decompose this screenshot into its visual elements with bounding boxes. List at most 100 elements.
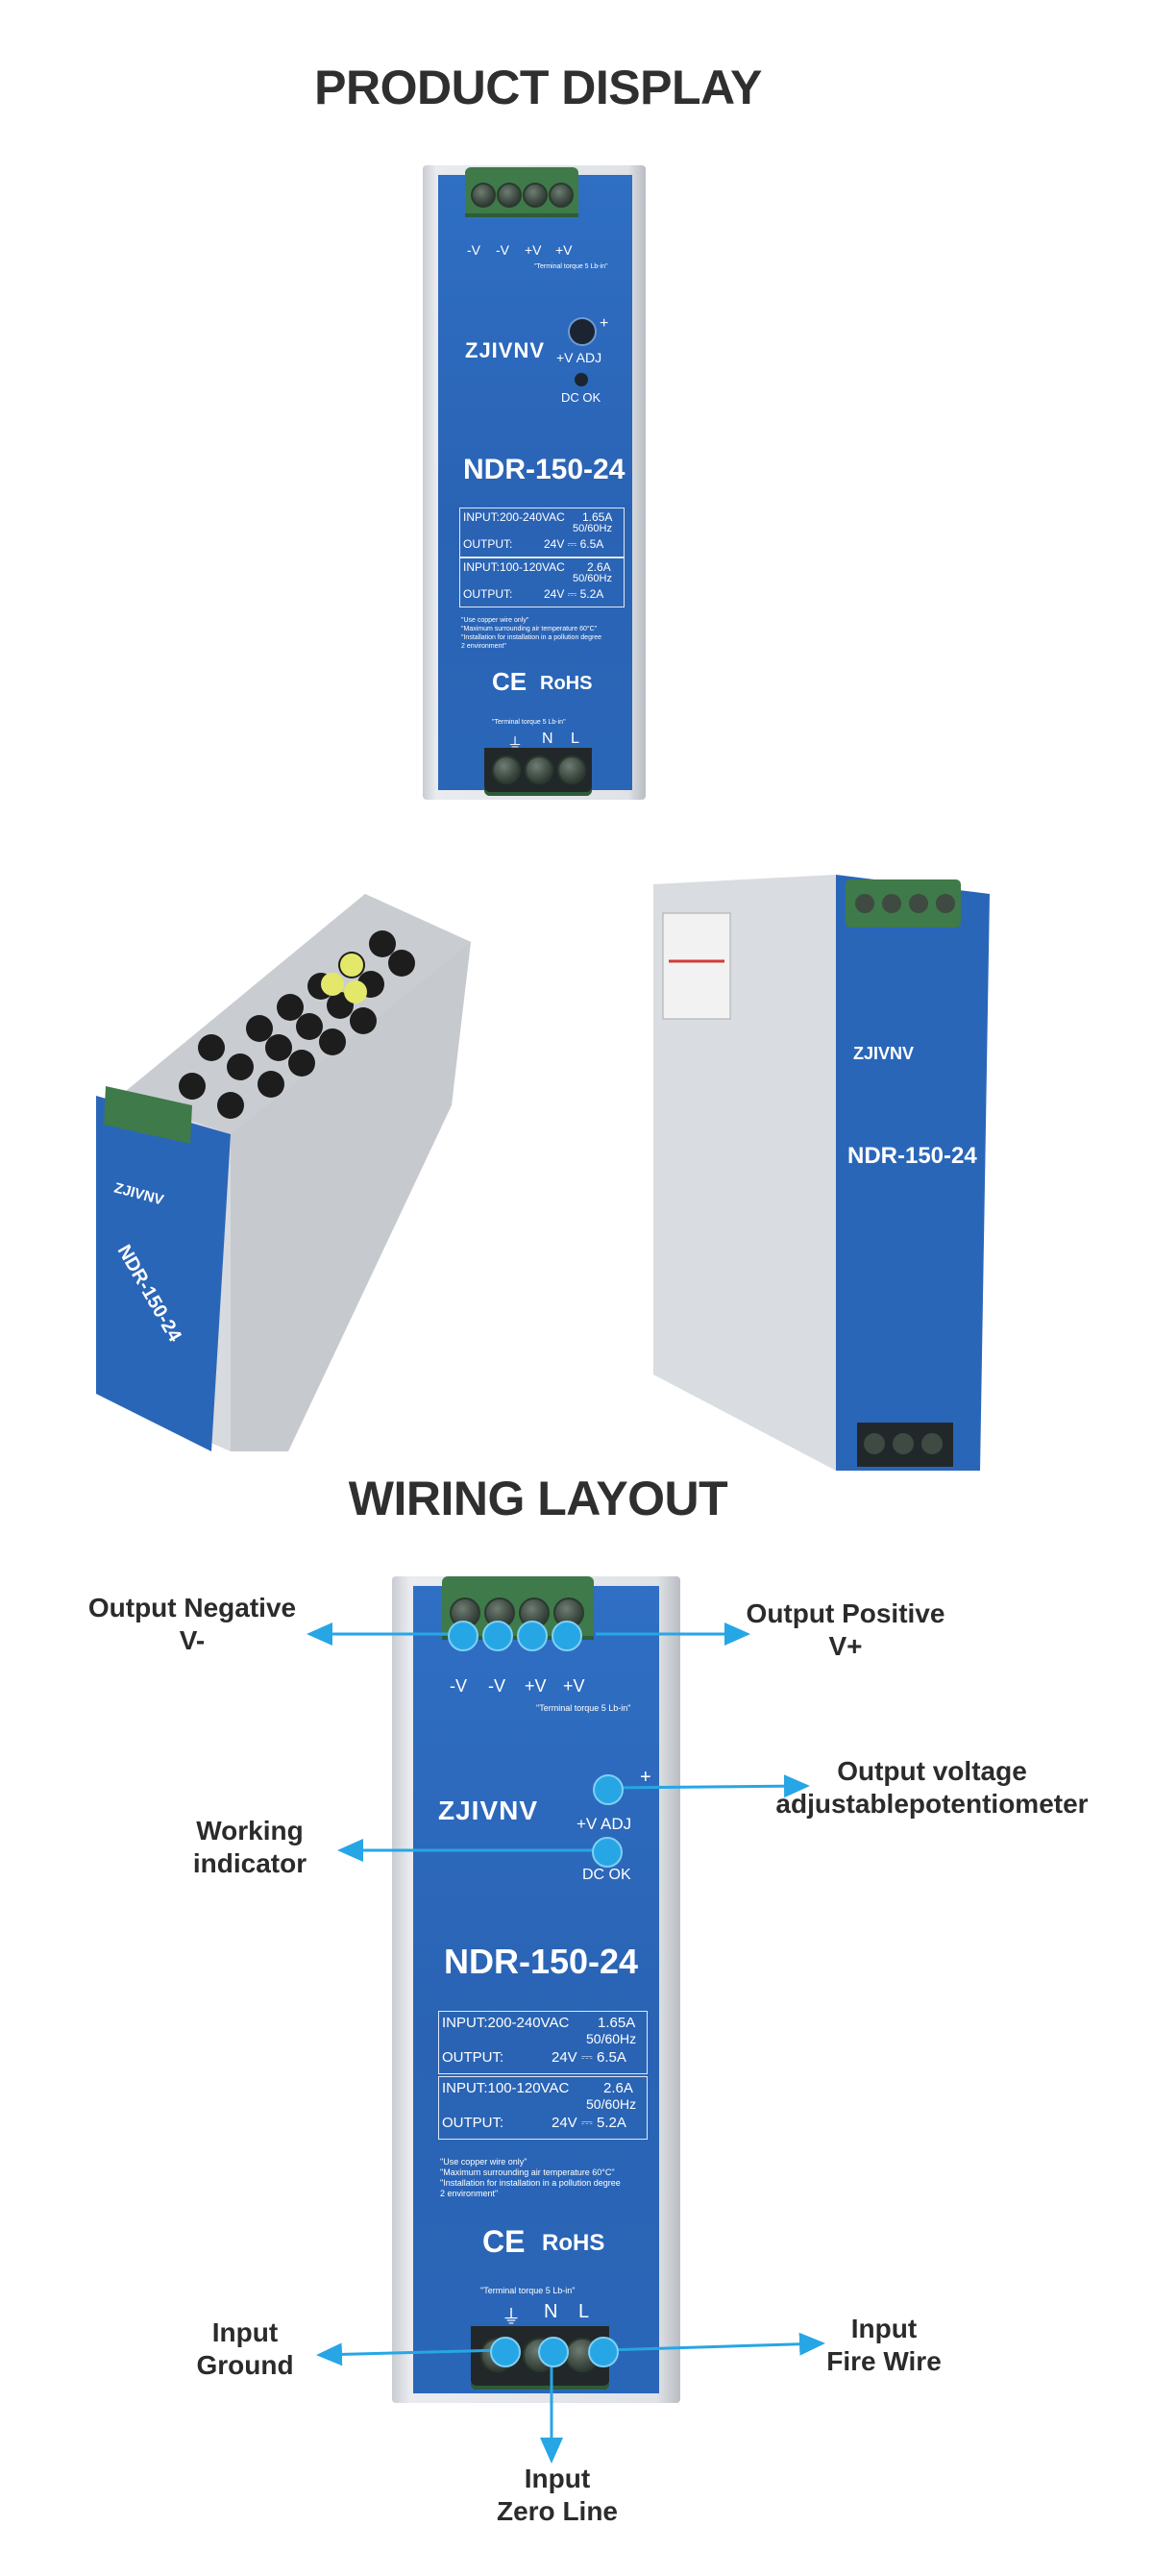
input-label-n: N — [542, 731, 553, 747]
wiring-model-label: NDR-150-24 — [444, 1942, 639, 1981]
spec-row-4-left: INPUT:100-120VAC — [463, 560, 565, 574]
output-terminal-dot-1 — [448, 1621, 478, 1651]
wiring-terminal-label-1: -V — [450, 1676, 467, 1696]
terminal-torque-note: "Terminal torque 5 Lb-in" — [534, 263, 608, 270]
wiring-input-label-l: L — [578, 2301, 590, 2322]
terminal-label-2: -V — [496, 242, 509, 258]
terminal-torque-note-bottom: "Terminal torque 5 Lb-in" — [492, 719, 566, 726]
note-line-4: 2 environment" — [461, 643, 506, 650]
product-front-view: -V -V +V +V "Terminal torque 5 Lb-in" + … — [423, 165, 646, 800]
wiring-terminal-label-3: +V — [525, 1676, 547, 1696]
wiring-front-panel: -V -V +V +V "Terminal torque 5 Lb-in" + … — [413, 1576, 659, 2393]
wiring-terminal-torque-note-bottom: "Terminal torque 5 Lb-in" — [480, 2286, 576, 2295]
front-panel: -V -V +V +V "Terminal torque 5 Lb-in" + … — [438, 167, 632, 796]
annotation-output-voltage: Output voltage adjustablepotentiometer — [775, 1756, 1089, 1819]
terminal-label-4: +V — [555, 242, 573, 258]
dc-ok-led-icon — [575, 373, 588, 386]
annotation-input-zero: Input Zero Line — [496, 2464, 618, 2526]
wiring-spec-row-1-right: 1.65A — [598, 2015, 636, 2031]
wiring-spec-row-1-left: INPUT:200-240VAC — [442, 2015, 570, 2031]
spec-row-4-right: 2.6A — [587, 560, 611, 574]
output-terminal-dot-2 — [482, 1621, 513, 1651]
terminal-screw — [557, 755, 586, 784]
annotation-input-ground: Input Ground — [196, 2317, 294, 2380]
wiring-product-front-view: -V -V +V +V "Terminal torque 5 Lb-in" + … — [392, 1576, 680, 2403]
input-terminal-block — [484, 748, 592, 796]
terminal-label-3: +V — [525, 242, 542, 258]
product-angled-view-right: ZJIVNV NDR-150-24 — [644, 855, 1009, 1490]
annotation-output-negative: Output Negative V- — [87, 1593, 297, 1655]
spec-row-2-right: 50/60Hz — [573, 523, 612, 534]
wiring-ce-mark: CE — [482, 2224, 526, 2259]
wiring-input-label-n: N — [544, 2301, 558, 2322]
terminal-screw — [523, 183, 548, 208]
wiring-spec-row-3-left: OUTPUT: — [442, 2049, 504, 2066]
wiring-spec-row-3-right: 24V ⎓ 6.5A — [552, 2049, 626, 2066]
adj-potentiometer-icon — [568, 317, 597, 346]
brand-logo: ZJIVNV — [465, 338, 546, 362]
input-fire-dot — [588, 2337, 619, 2367]
potentiometer-dot — [593, 1774, 624, 1805]
terminal-screw — [525, 755, 553, 784]
annotation-output-positive: Output Positive V+ — [746, 1598, 945, 1661]
wiring-rohs-mark: RoHS — [542, 2230, 605, 2256]
angled-product-illustration: ZJIVNV NDR-150-24 — [96, 894, 471, 1451]
wiring-note-line-4: 2 environment" — [440, 2189, 499, 2198]
wiring-terminal-label-2: -V — [488, 1676, 505, 1696]
terminal-screw — [492, 755, 521, 784]
ce-mark: CE — [492, 667, 527, 696]
wiring-adj-label: +V ADJ — [576, 1815, 632, 1833]
product-display-heading: PRODUCT DISPLAY — [314, 61, 762, 114]
wiring-note-line-1: "Use copper wire only" — [440, 2157, 527, 2167]
input-label-l: L — [571, 731, 579, 747]
terminal-screw — [497, 183, 522, 208]
wiring-terminal-label-4: +V — [563, 1676, 585, 1696]
spec-row-3-right: 24V ⎓ 6.5A — [544, 537, 604, 551]
spec-box-1 — [459, 508, 625, 557]
terminal-label-1: -V — [467, 242, 480, 258]
wiring-layout-heading: WIRING LAYOUT — [348, 1472, 728, 1525]
wiring-terminal-torque-note: "Terminal torque 5 Lb-in" — [536, 1703, 631, 1713]
annotation-input-fire: Input Fire Wire — [826, 2314, 942, 2376]
spec-row-1-right: 1.65A — [582, 510, 613, 524]
wiring-adj-plus-sign: + — [640, 1767, 651, 1788]
wiring-spec-row-4-left: INPUT:100-120VAC — [442, 2080, 570, 2096]
wiring-dc-ok-label: DC OK — [582, 1867, 631, 1883]
svg-text:NDR-150-24: NDR-150-24 — [847, 1143, 977, 1169]
wiring-ground-symbol: ⏚ — [502, 2307, 521, 2328]
wiring-spec-box-1 — [438, 2011, 648, 2074]
angled-product-illustration-right: ZJIVNV NDR-150-24 — [653, 875, 990, 1471]
wiring-spec-row-2-right: 50/60Hz — [586, 2031, 637, 2046]
output-terminal-dot-4 — [552, 1621, 582, 1651]
spec-row-5-right: 50/60Hz — [573, 573, 612, 584]
output-terminal-block — [465, 167, 578, 217]
wiring-spec-box-2 — [438, 2076, 648, 2140]
dc-ok-dot — [592, 1837, 623, 1868]
wiring-spec-row-5-right: 50/60Hz — [586, 2096, 637, 2112]
terminal-screw — [471, 183, 496, 208]
input-ground-dot — [490, 2337, 521, 2367]
spec-row-1-left: INPUT:200-240VAC — [463, 510, 565, 524]
note-line-1: "Use copper wire only" — [461, 617, 529, 624]
product-angled-view-left: ZJIVNV NDR-150-24 — [67, 884, 480, 1461]
annotation-working-indicator: Working indicator — [192, 1816, 307, 1878]
dc-ok-label: DC OK — [561, 390, 601, 405]
input-zero-dot — [538, 2337, 569, 2367]
note-line-3: "Installation for installation in a poll… — [461, 634, 602, 641]
terminal-screw — [549, 183, 574, 208]
wiring-spec-row-6-right: 24V ⎓ 5.2A — [552, 2115, 626, 2131]
spec-row-6-left: OUTPUT: — [463, 587, 513, 601]
model-label: NDR-150-24 — [463, 454, 626, 485]
adj-label: +V ADJ — [556, 350, 602, 365]
adj-plus-sign: + — [600, 315, 609, 332]
note-line-2: "Maximum surrounding air temperature 60°… — [461, 626, 598, 632]
rohs-mark: RoHS — [540, 673, 593, 694]
spec-box-2 — [459, 557, 625, 607]
wiring-note-line-2: "Maximum surrounding air temperature 60°… — [440, 2167, 615, 2177]
svg-text:ZJIVNV: ZJIVNV — [853, 1044, 914, 1063]
wiring-note-line-3: "Installation for installation in a poll… — [440, 2178, 621, 2188]
wiring-spec-row-6-left: OUTPUT: — [442, 2115, 504, 2131]
output-terminal-dot-3 — [517, 1621, 548, 1651]
wiring-spec-row-4-right: 2.6A — [603, 2080, 633, 2096]
spec-row-6-right: 24V ⎓ 5.2A — [544, 587, 604, 601]
